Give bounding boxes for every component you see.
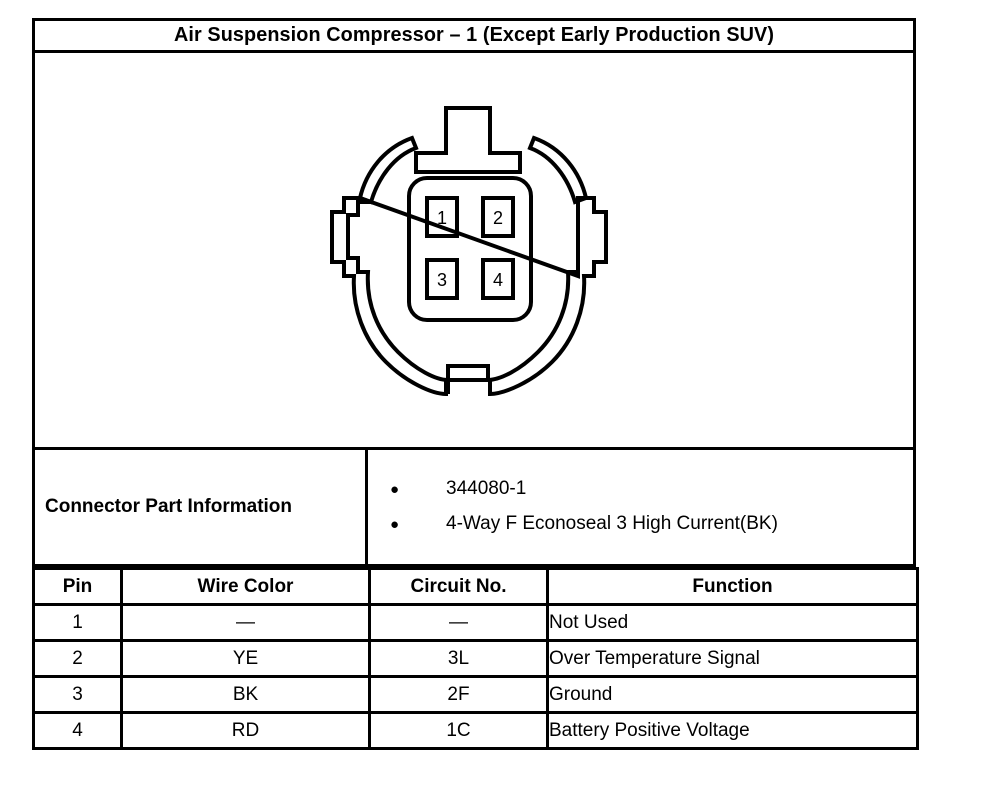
connector-part-information-section: Connector Part Information ● 344080-1 ● … bbox=[32, 450, 916, 567]
cell-pin: 1 bbox=[32, 603, 123, 642]
cell-function: Ground bbox=[546, 675, 919, 714]
table-row: 4 RD 1C Battery Positive Voltage bbox=[32, 711, 919, 750]
cell-wire-color: BK bbox=[120, 675, 371, 714]
cell-function: Over Temperature Signal bbox=[546, 639, 919, 678]
table-header-row: Pin Wire Color Circuit No. Function bbox=[32, 567, 919, 606]
cell-circuit-no: 2F bbox=[368, 675, 549, 714]
column-header-wire-color: Wire Color bbox=[120, 567, 371, 606]
connector-part-information-label: Connector Part Information bbox=[45, 496, 293, 517]
pin-number-2: 2 bbox=[493, 208, 503, 228]
bullet-icon: ● bbox=[390, 481, 400, 498]
table-row: 2 YE 3L Over Temperature Signal bbox=[32, 639, 919, 678]
pin-number-3: 3 bbox=[437, 270, 447, 290]
cell-pin: 2 bbox=[32, 639, 123, 678]
list-item: ● 4-Way F Econoseal 3 High Current(BK) bbox=[390, 507, 913, 542]
bullet-icon: ● bbox=[390, 516, 400, 533]
cell-circuit-no: 1C bbox=[368, 711, 549, 750]
connector-figure-panel: 1 2 3 4 bbox=[32, 53, 916, 450]
pin-cavity-4 bbox=[481, 258, 515, 300]
pin-table: Pin Wire Color Circuit No. Function 1 — … bbox=[32, 567, 919, 750]
connector-part-number: 344080-1 bbox=[446, 478, 527, 499]
connector-inner-wall bbox=[346, 200, 578, 383]
page-title: Air Suspension Compressor – 1 (Except Ea… bbox=[173, 24, 774, 46]
column-header-circuit-no: Circuit No. bbox=[368, 567, 549, 606]
connector-part-information-label-cell: Connector Part Information bbox=[35, 450, 368, 564]
cell-function: Battery Positive Voltage bbox=[546, 711, 919, 750]
cell-circuit-no: 3L bbox=[368, 639, 549, 678]
pin-housing bbox=[407, 176, 533, 322]
connector-datasheet: Air Suspension Compressor – 1 (Except Ea… bbox=[32, 18, 919, 750]
table-row: 1 — — Not Used bbox=[32, 603, 919, 642]
connector-outer-body bbox=[330, 196, 608, 397]
connector-part-information-list: ● 344080-1 ● 4-Way F Econoseal 3 High Cu… bbox=[368, 450, 913, 564]
pin-number-1: 1 bbox=[437, 208, 447, 228]
connector-diagram: 1 2 3 4 bbox=[330, 106, 608, 397]
table-row: 3 BK 2F Ground bbox=[32, 675, 919, 714]
cell-wire-color: RD bbox=[120, 711, 371, 750]
pin-cavity-1 bbox=[425, 196, 459, 238]
cell-function: Not Used bbox=[546, 603, 919, 642]
top-latch-tab bbox=[414, 106, 522, 174]
cell-pin: 3 bbox=[32, 675, 123, 714]
right-ear-arc bbox=[527, 135, 589, 205]
column-header-pin: Pin bbox=[32, 567, 123, 606]
cell-wire-color: YE bbox=[120, 639, 371, 678]
pin-cavity-3 bbox=[425, 258, 459, 300]
column-header-function: Function bbox=[546, 567, 919, 606]
cell-pin: 4 bbox=[32, 711, 123, 750]
pin-number-4: 4 bbox=[493, 270, 503, 290]
cell-wire-color: — bbox=[120, 603, 371, 642]
list-item: ● 344080-1 bbox=[390, 472, 913, 507]
pin-cavity-2 bbox=[481, 196, 515, 238]
connector-description: 4-Way F Econoseal 3 High Current(BK) bbox=[446, 513, 778, 534]
page-title-bar: Air Suspension Compressor – 1 (Except Ea… bbox=[32, 18, 916, 53]
cell-circuit-no: — bbox=[368, 603, 549, 642]
